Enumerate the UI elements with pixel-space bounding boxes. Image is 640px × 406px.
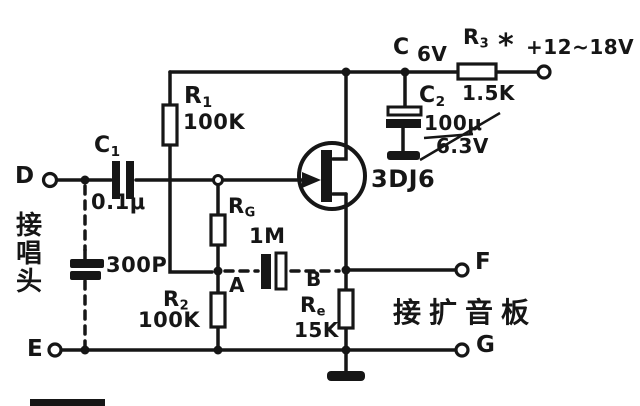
- re-label: Re: [300, 293, 326, 320]
- node-b-label: B: [306, 267, 322, 291]
- junction-dot-node-a: [213, 266, 223, 276]
- terminal-e-label: E: [27, 336, 44, 362]
- jfet-envelope: [297, 141, 367, 211]
- ground-symbol: [327, 371, 365, 381]
- jfet-channel-bar: [321, 150, 332, 202]
- rg-value: 1M: [249, 224, 286, 248]
- r3-select-mark: *: [498, 28, 514, 63]
- node-c-label: C: [393, 35, 410, 60]
- resistor-r2: [209, 291, 227, 329]
- junction-dot-node-b: [341, 265, 351, 275]
- r1-value: 100K: [183, 110, 246, 134]
- node-c-voltage: 6V: [417, 42, 448, 66]
- capacitor-ab-plate-solid: [261, 254, 271, 289]
- c2-value: 100μ: [424, 111, 483, 135]
- c2-rating: 6.3V: [436, 134, 489, 158]
- c1-value: 0.1μ: [91, 190, 146, 214]
- terminal-supply-circle: [536, 64, 552, 80]
- junction-dot-input: [80, 175, 90, 185]
- resistor-re: [337, 288, 355, 330]
- capacitor-ab-plate-hollow: [274, 251, 288, 291]
- node-a-label: A: [229, 273, 245, 297]
- wire-r1-to-node-a: [168, 143, 214, 274]
- c2-rating-slash: [419, 111, 501, 162]
- resistor-r1: [161, 103, 179, 147]
- terminal-d-label: D: [15, 163, 35, 189]
- c1-label: C1: [94, 133, 121, 160]
- terminal-f-label: F: [475, 249, 492, 275]
- terminal-g-label: G: [476, 332, 496, 358]
- capacitor-300p-plate-top: [70, 259, 104, 268]
- junction-dot-drain-rail: [341, 67, 351, 77]
- terminal-d-circle: [41, 171, 59, 189]
- print-artifact: [30, 399, 105, 406]
- jfet-gate-arrow: [302, 172, 321, 188]
- r3-value: 1.5K: [462, 81, 515, 105]
- transistor-part-label: 3DJ6: [371, 165, 436, 193]
- gate-junction-ring: [212, 174, 224, 186]
- resistor-r3: [456, 62, 498, 81]
- capacitor-c2-plate-negative: [386, 119, 421, 128]
- junction-dot-r2-rail: [213, 345, 223, 355]
- r3-label: R3: [463, 25, 490, 52]
- r2-label: R2: [163, 287, 190, 314]
- rg-label: RG: [228, 194, 256, 221]
- supply-voltage-label: +12~18V: [526, 35, 635, 59]
- terminal-e-circle: [47, 342, 63, 358]
- junction-dot-shunt-rail: [80, 345, 90, 355]
- wire-drain: [331, 70, 348, 161]
- capacitor-c2-plate-positive: [386, 105, 423, 117]
- terminal-f-circle: [454, 262, 470, 278]
- capacitor-300p-plate-bottom: [70, 271, 101, 280]
- jfet-symbol: [297, 141, 367, 211]
- terminal-g-circle: [454, 342, 470, 358]
- capacitor-c2-ground-bar: [387, 151, 420, 160]
- capacitor-c1-plate-left: [112, 161, 120, 199]
- input-source-caption: 接唱头: [16, 211, 43, 298]
- re-value: 15K: [294, 318, 339, 342]
- output-destination-caption: 接扩音板: [393, 296, 538, 329]
- r1-label: R1: [184, 83, 213, 111]
- shunt-cap-value: 300P: [106, 253, 168, 277]
- junction-dot-node-c: [400, 67, 410, 77]
- capacitor-c1-plate-right: [126, 161, 134, 199]
- c2-label: C2: [419, 83, 446, 110]
- junction-dot-re-rail: [341, 345, 351, 355]
- resistor-rg: [209, 213, 227, 247]
- r2-value: 100K: [138, 308, 201, 332]
